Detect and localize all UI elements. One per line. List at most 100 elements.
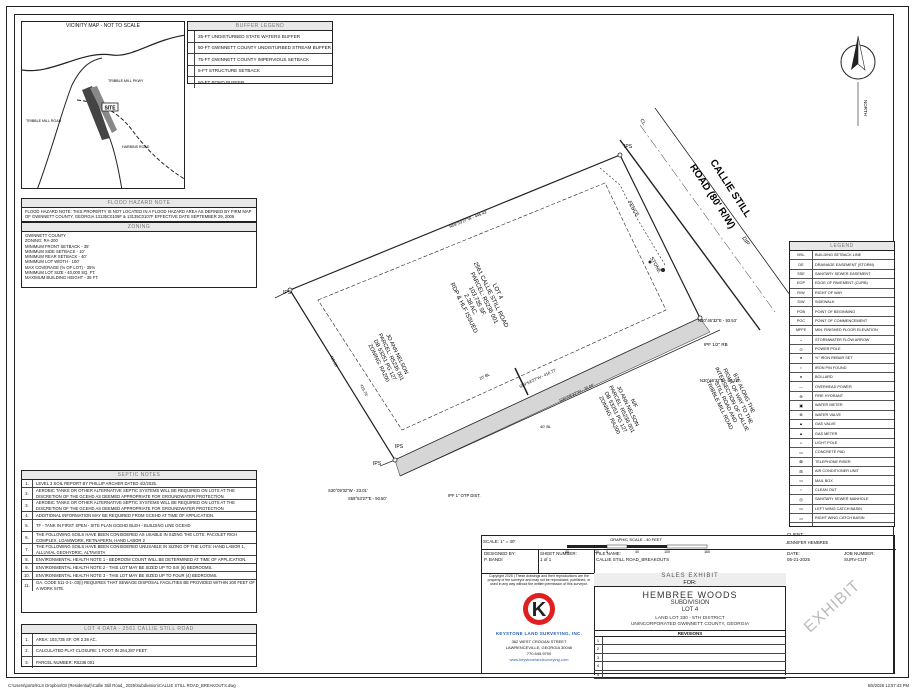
legend-label: POINT OF COMMENCEMENT [815, 318, 868, 323]
septic-note: 4.ADDITIONAL INFORMATION MAY BE REQUIRED… [22, 512, 256, 520]
legend-label: SIDEWALK [815, 300, 835, 305]
vicinity-title: VICINITY MAP - NOT TO SCALE [65, 23, 140, 29]
legend-symbol: — [790, 382, 813, 391]
legend-label: CONCRETE PAD [815, 450, 845, 455]
legend-symbol: ▭ [790, 513, 813, 523]
zoning-line: MINIMUM LOT SIZE - 40,000 SQ. FT. [25, 270, 96, 276]
legend-symbol: ⊗ [790, 410, 813, 420]
legend-label: LIGHT POLE [815, 441, 838, 445]
lot-data-number: 1. [22, 634, 33, 645]
revision-row: 3 [594, 653, 786, 663]
legend-symbol: ○ [790, 363, 813, 373]
septic-note-text: THE FOLLOWING SOILS HAVE BEEN CONSIDERED… [36, 532, 238, 543]
revisions-header: REVISIONS [594, 630, 786, 637]
legend-symbol: ⊠ [790, 457, 813, 466]
septic-note-number: 7. [22, 544, 33, 555]
septic-note-number: 4. [22, 512, 33, 519]
sales-exhibit: SALES EXHIBIT [661, 573, 719, 579]
septic-note-number: 10. [22, 572, 33, 579]
buffer-legend-row: 25-FT UNDISTURBED STATE WATERS BUFFER [188, 31, 332, 43]
legend-label: LEFT WING CATCH BASIN [815, 506, 862, 511]
buffer-legend-row: 75-FT GWINNETT COUNTY IMPERVIOUS SETBACK [188, 54, 332, 66]
legend-label: MAIL BOX [815, 478, 833, 483]
job-number: SURV-CUT [844, 557, 867, 562]
county: UNINCORPORATED GWINNETT COUNTY, GEORGIA [630, 622, 750, 627]
legend-label: ⅝" IRON REBAR SET [815, 356, 853, 361]
legend-symbol: POC [790, 316, 813, 326]
septic-note-number: 6. [22, 532, 33, 543]
buffer-swatch [188, 77, 195, 88]
legend-row: ▣WATER METER [790, 401, 894, 411]
lot-data-row: 2.CALCULATED PLAT CLOSURE: 1 FOOT IN 264… [22, 645, 256, 657]
for-label: FOR: [683, 580, 697, 586]
date: 05-21-2025 [787, 557, 811, 562]
buffer-legend-title: BUFFER LEGEND [188, 22, 332, 31]
septic-note: 6.THE FOLLOWING SOILS HAVE BEEN CONSIDER… [22, 532, 256, 544]
legend-symbol: ▲ [790, 429, 813, 438]
symbol-legend-title: LEGEND [790, 242, 894, 251]
legend-symbol: S/W [790, 297, 813, 307]
exhibit-watermark: EXHIBIT [801, 577, 864, 637]
file-label: FILE NAME: [596, 551, 622, 556]
svg-text:K: K [532, 599, 547, 621]
septic-note-number: 3. [22, 500, 33, 511]
legend-symbol: ⊕ [790, 391, 813, 401]
legend-symbol: ▣ [790, 401, 813, 410]
drawing-sheet [6, 6, 909, 678]
legend-label: IRON PIN FOUND [815, 365, 847, 370]
legend-row: ▭LEFT WING CATCH BASIN [790, 504, 894, 514]
legend-symbol: ● [790, 354, 813, 363]
client-label: CLIENT: [787, 532, 804, 537]
file-path: C:\Users\porte\KLS Dropbox\03 (Residenti… [8, 683, 236, 688]
website-link[interactable]: www.keystonelandsurveying.com [509, 657, 569, 662]
revision-number: 2 [594, 645, 603, 653]
buffer-legend: BUFFER LEGEND 25-FT UNDISTURBED STATE WA… [187, 21, 333, 88]
sheet-label: SHEET NUMBER: [540, 551, 577, 556]
revision-number: 3 [594, 653, 603, 662]
legend-symbol: ◎ [790, 495, 813, 504]
septic-note-text: ENVIRONMENTAL HEALTH NOTE 2 - THIS LOT M… [36, 564, 213, 570]
buffer-swatch [188, 54, 195, 65]
septic-note-text: ENVIRONMENTAL HEALTH NOTE 3 - THIS LOT M… [36, 572, 218, 578]
land-lot: LAND LOT 330 - 5TH DISTRICT [655, 616, 725, 621]
septic-note: 2.AEROBIC TANKS OR OTHER ALTERNATIVE SEP… [22, 488, 256, 500]
legend-label: WATER VALVE [815, 412, 842, 417]
file-name: CALLIE STILL ROAD_BREAKOUTS [596, 557, 670, 562]
job-label: JOB NUMBER: [844, 551, 875, 556]
septic-note-text: AEROBIC TANKS OR OTHER ALTERNATIVE SEPTI… [36, 488, 235, 499]
legend-row: ◎SANITARY SEWER MANHOLE [790, 495, 894, 505]
legend-symbol: DE [790, 260, 813, 269]
revision-number: 4 [594, 662, 603, 670]
septic-note: 11.GA. CODE 511-3-1-.03(I) REQUIRES THAT… [22, 580, 256, 591]
buffer-legend-row: 5-FT STRUCTURE SETBACK [188, 65, 332, 77]
legend-label: GAS METER [815, 431, 838, 436]
zoning-line: MAX COVERAGE (% OF LOT) - 35% [25, 264, 96, 270]
legend-symbol: BSL [790, 251, 813, 260]
buffer-legend-row: 50-FT GWINNETT COUNTY UNDISTURBED STREAM… [188, 42, 332, 54]
zoning-line: ZONING: RA-200 [25, 238, 58, 244]
legend-symbol: ● [790, 373, 813, 382]
designed-by: P. BANDI [484, 557, 503, 562]
lot-data-row: 1.AREA: 103,735 SF. OR 2.38 AC. [22, 634, 256, 646]
copyright: Copyright 2025 | These drawings and thei… [487, 574, 591, 587]
legend-row: ○IRON PIN FOUND [790, 363, 894, 374]
legend-symbol: ⊞ [790, 466, 813, 476]
buffer-legend-row: 50-FT POND BUFFER [188, 77, 332, 88]
septic-note: 9.ENVIRONMENTAL HEALTH NOTE 2 - THIS LOT… [22, 564, 256, 572]
septic-note: 10.ENVIRONMENTAL HEALTH NOTE 3 - THIS LO… [22, 572, 256, 580]
septic-note: 8.ENVIRONMENTAL HEALTH NOTE 1 - BEDROOM … [22, 556, 256, 564]
legend-label: SANITARY SEWER EASEMENT [815, 271, 871, 276]
legend-symbol: EOP [790, 279, 813, 288]
septic-note-number: 11. [22, 580, 33, 591]
buffer-legend-label: 25-FT UNDISTURBED STATE WATERS BUFFER [198, 33, 301, 39]
legend-label: OVERHEAD POWER [815, 384, 852, 389]
legend-label: DRAINAGE EASEMENT (STORM) [815, 262, 874, 267]
vicinity-road-label-2: TRIBBLE MILL PKWY [108, 79, 144, 83]
zoning-line: MINIMUM LOT WIDTH - 100' [25, 259, 80, 265]
septic-note-number: 5. [22, 520, 33, 531]
flood-note: FLOOD HAZARD NOTE FLOOD HAZARD NOTE: THI… [21, 198, 257, 222]
